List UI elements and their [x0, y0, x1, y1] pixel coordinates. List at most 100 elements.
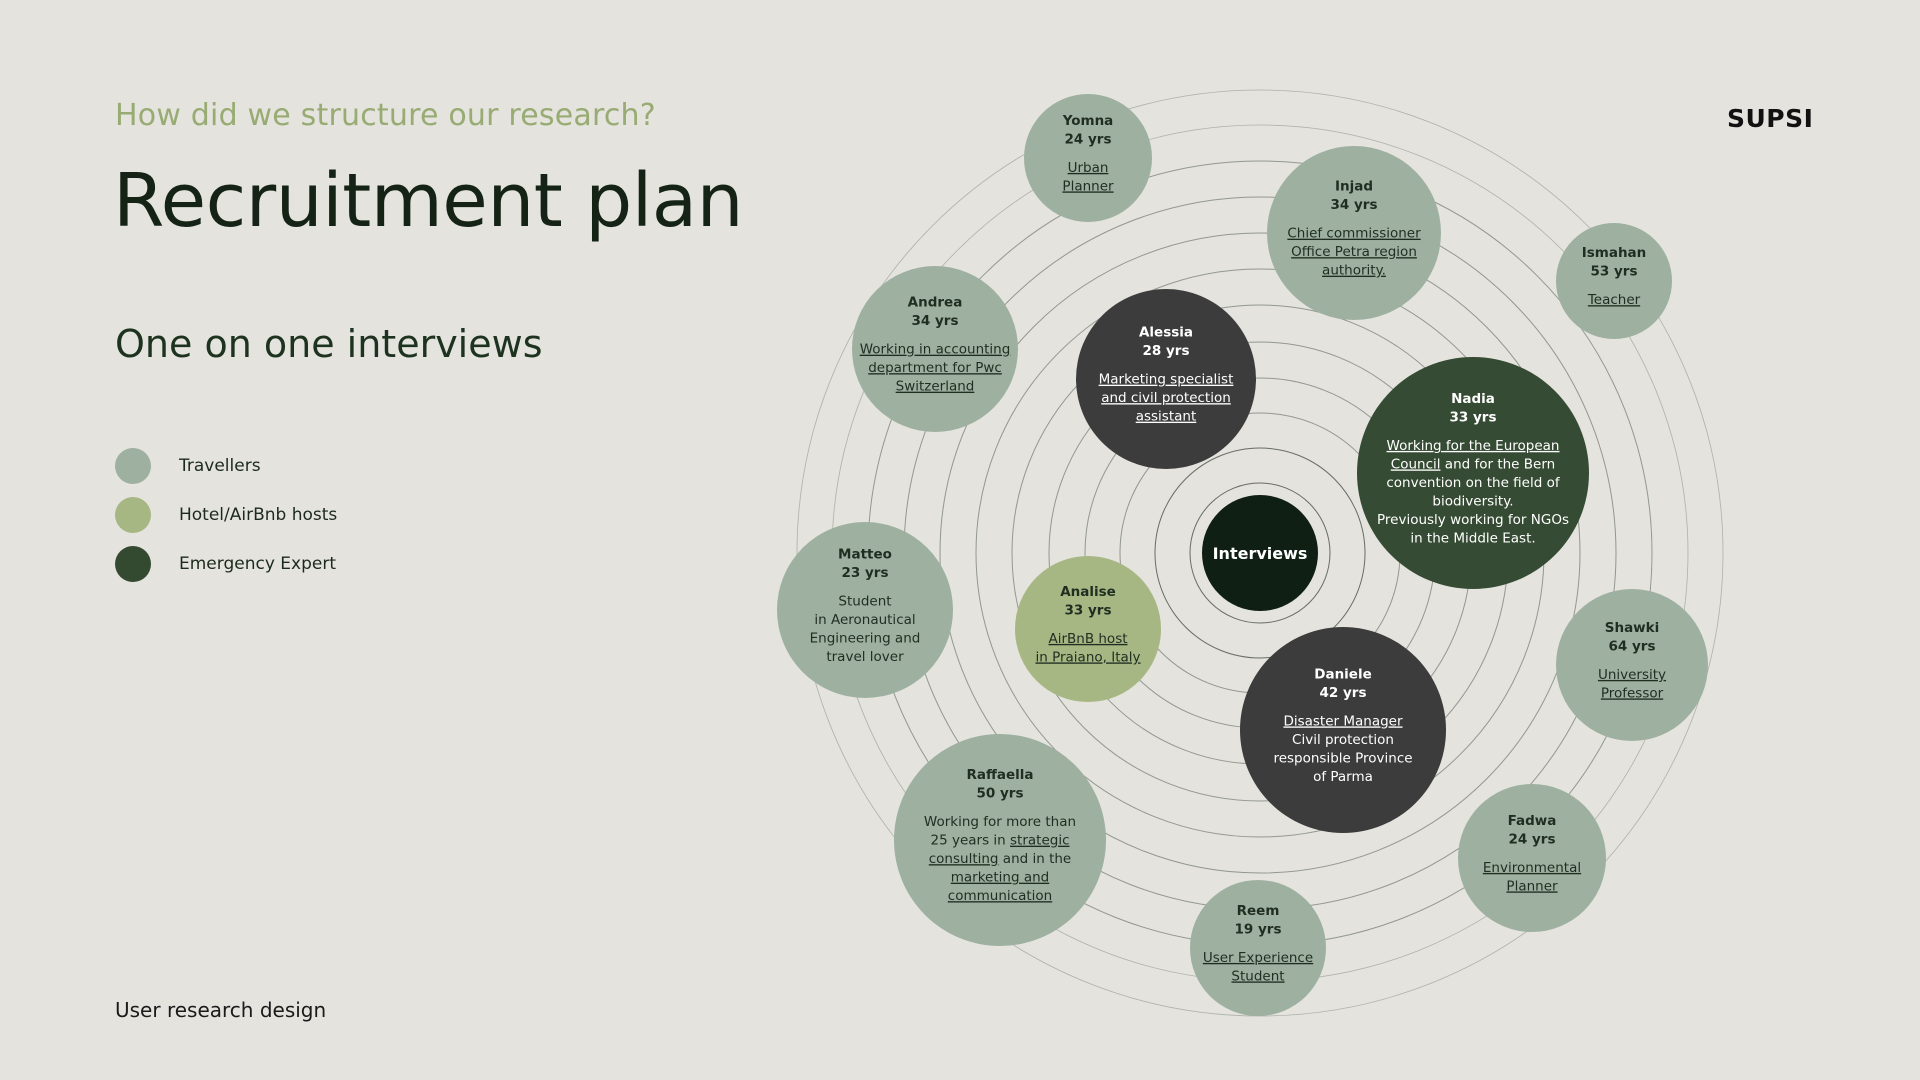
interviewee-name: Analise — [1060, 584, 1116, 600]
interviewee-description-line: 25 years in strategic — [930, 833, 1069, 849]
legend-dot-emergency-expert — [115, 546, 151, 582]
role-link[interactable]: department for Pwc — [868, 360, 1002, 376]
interviewee-age: 24 yrs — [1509, 831, 1556, 847]
interviewee-description-line: Office Petra region — [1291, 244, 1417, 260]
role-link[interactable]: strategic — [1010, 833, 1070, 849]
interviewee-age: 34 yrs — [1331, 197, 1378, 213]
role-text: travel lover — [826, 649, 904, 665]
role-link[interactable]: AirBnB host — [1048, 631, 1127, 647]
footer-text: User research design — [115, 998, 327, 1022]
interviewee-name: Shawki — [1605, 620, 1660, 636]
role-link[interactable]: Working for the European — [1387, 438, 1560, 454]
interviewee-description-line: Student — [1231, 968, 1284, 984]
interviewee-description-line: Working for more than — [924, 814, 1076, 830]
interviewee-age: 53 yrs — [1591, 264, 1638, 280]
interviewee-circle — [777, 522, 953, 698]
center-label: Interviews — [1213, 544, 1308, 563]
role-link[interactable]: User Experience — [1203, 950, 1313, 966]
role-link[interactable]: and civil protection — [1101, 390, 1231, 406]
role-text: and in the — [999, 851, 1072, 867]
interviewee-circle — [1240, 627, 1446, 833]
role-link[interactable]: Student — [1231, 968, 1284, 984]
interviewee-circle — [1267, 146, 1441, 320]
interviewee-description-line: assistant — [1136, 409, 1197, 425]
interviewee-description-line: Teacher — [1587, 292, 1641, 308]
interviewee-description-line: Civil protection — [1292, 732, 1394, 748]
interviewee-description-line: Council and for the Bern — [1391, 456, 1555, 472]
interviewee-description-line: department for Pwc — [868, 360, 1002, 376]
role-text: Working for more than — [924, 814, 1076, 830]
legend-dot-hosts — [115, 497, 151, 533]
role-link[interactable]: University — [1598, 667, 1666, 683]
role-link[interactable]: Office Petra region — [1291, 244, 1417, 260]
interviewee-description-line: communication — [948, 888, 1052, 904]
interviewee-age: 33 yrs — [1450, 409, 1497, 425]
interviewee-circle — [1190, 880, 1326, 1016]
interviewee-description-line: in Aeronautical — [814, 612, 915, 628]
interviewee-circle — [1357, 357, 1589, 589]
interviewee-circle — [852, 266, 1018, 432]
role-link[interactable]: Council — [1391, 456, 1441, 472]
role-text: in the Middle East. — [1410, 530, 1535, 546]
role-link[interactable]: Urban — [1068, 160, 1109, 176]
role-link[interactable]: consulting — [929, 851, 999, 867]
interviewee-description-line: of Parma — [1313, 769, 1373, 785]
interviewee-name: Fadwa — [1508, 813, 1557, 829]
interviewee-age: 64 yrs — [1609, 638, 1656, 654]
ring — [1154, 447, 1366, 659]
role-link[interactable]: authority. — [1322, 263, 1386, 279]
legend-label: Hotel/AirBnb hosts — [179, 505, 338, 525]
ring — [939, 232, 1581, 874]
interviewee-circle — [1458, 784, 1606, 932]
role-link[interactable]: marketing and — [951, 870, 1049, 886]
role-link[interactable]: Chief commissioner — [1287, 226, 1421, 242]
role-text: Engineering and — [810, 630, 921, 646]
role-link[interactable]: Working in accounting — [860, 342, 1011, 358]
role-link[interactable]: Marketing specialist — [1099, 372, 1234, 388]
brand-logo: SUPSI — [1727, 104, 1814, 133]
center-node: Interviews — [1202, 495, 1318, 611]
role-link[interactable]: assistant — [1136, 409, 1197, 425]
interviewee-description-line: Marketing specialist — [1099, 372, 1234, 388]
role-link[interactable]: Disaster Manager — [1283, 713, 1403, 729]
role-text: Student — [838, 593, 891, 609]
interviewee-name: Andrea — [908, 295, 963, 311]
interviewee-age: 23 yrs — [842, 565, 889, 581]
role-link[interactable]: Switzerland — [896, 379, 975, 395]
role-link[interactable]: Professor — [1601, 685, 1664, 701]
role-link[interactable]: Environmental — [1483, 860, 1581, 876]
legend-item-travellers: Travellers — [115, 448, 337, 484]
legend-dot-travellers — [115, 448, 151, 484]
interviewee-age: 42 yrs — [1320, 685, 1367, 701]
role-link[interactable]: Planner — [1506, 878, 1558, 894]
role-link[interactable]: Teacher — [1587, 292, 1641, 308]
interviewee-age: 19 yrs — [1235, 921, 1282, 937]
interviewee-description-line: Environmental — [1483, 860, 1581, 876]
interviewee-name: Reem — [1237, 903, 1280, 919]
role-link[interactable]: Planner — [1062, 178, 1114, 194]
interviewee-description-line: biodiversity. — [1432, 493, 1513, 509]
legend-item-hosts: Hotel/AirBnb hosts — [115, 497, 337, 533]
legend: Travellers Hotel/AirBnb hosts Emergency … — [115, 448, 337, 595]
interviewee-description-line: Planner — [1506, 878, 1558, 894]
role-link[interactable]: in Praiano, Italy — [1035, 649, 1140, 665]
role-link[interactable]: communication — [948, 888, 1052, 904]
interviewee-description-line: responsible Province — [1273, 750, 1412, 766]
interviewee-description-line: Working for the European — [1387, 438, 1560, 454]
interviewee-description-line: AirBnB host — [1048, 631, 1127, 647]
interviewee-age: 34 yrs — [912, 313, 959, 329]
page-title: Recruitment plan — [113, 158, 744, 244]
interviewee-description-line: and civil protection — [1101, 390, 1231, 406]
page-subtitle: How did we structure our research? — [115, 98, 656, 133]
legend-label: Emergency Expert — [179, 554, 336, 574]
interviewee-description-line: in Praiano, Italy — [1035, 649, 1140, 665]
